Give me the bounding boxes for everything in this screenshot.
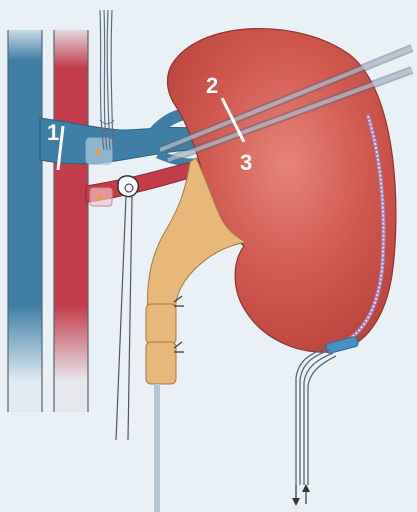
aorta — [54, 30, 88, 412]
label-1: 1 — [47, 120, 59, 145]
label-2: 2 — [206, 73, 218, 98]
label-3: 3 — [240, 150, 252, 175]
vena-cava — [8, 30, 42, 412]
ureter — [146, 304, 176, 384]
